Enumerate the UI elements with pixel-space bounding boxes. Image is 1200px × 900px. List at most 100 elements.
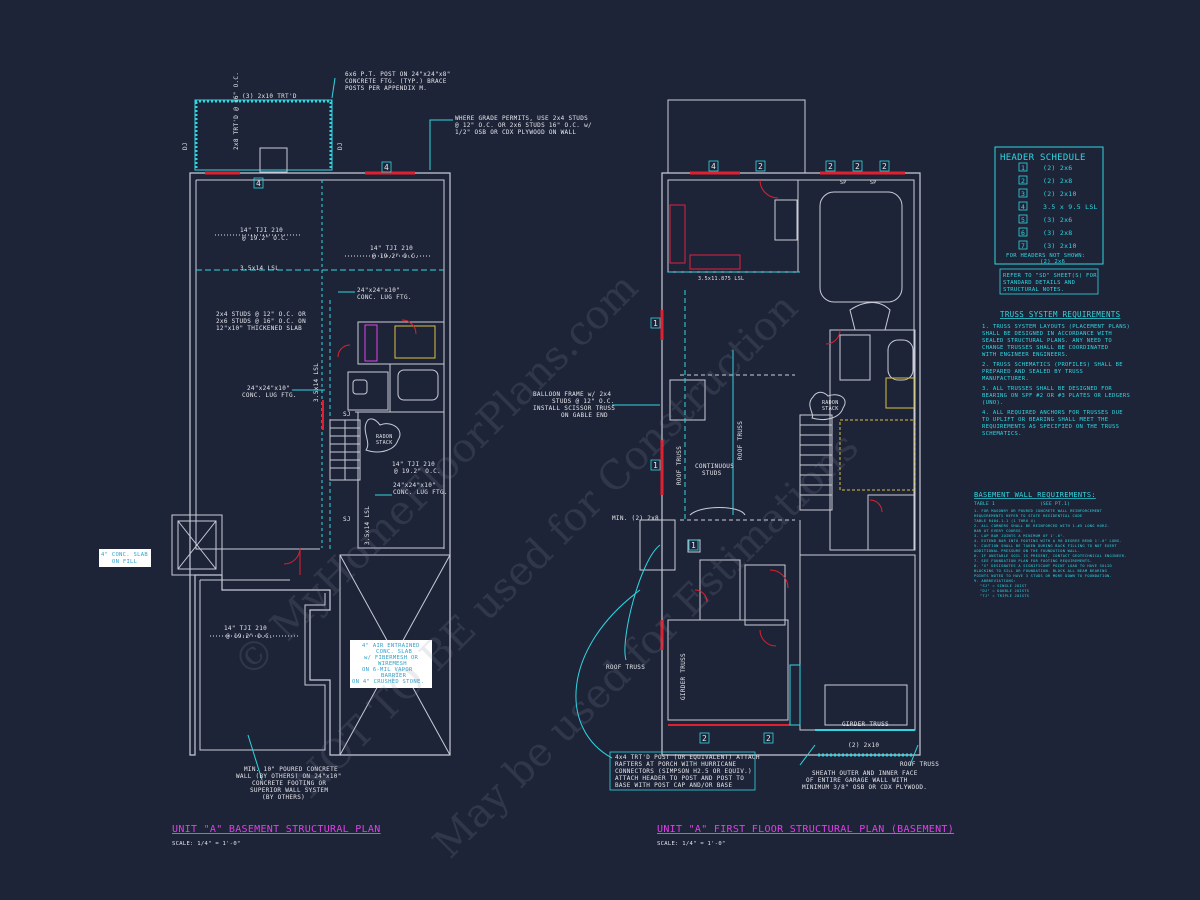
continuous-studs: STUDS <box>702 470 722 477</box>
bath-wing <box>829 329 916 551</box>
basement-wall-requirements: BASEMENT WALL REQUIREMENTS: TABLE 1 (SEE… <box>974 491 1127 598</box>
lsl-vertical: 3.5x14 LSL <box>313 363 320 402</box>
lug-footing-note: 24"x24"x10" <box>357 287 400 294</box>
garage-slab-note: 4" AIR ENTRAINED CONC. SLAB w/ FIBERMESH… <box>352 643 424 685</box>
first-floor-plan-scale: SCALE: 1/4" = 1'-0" <box>657 841 726 847</box>
vaulted-ceiling-room <box>819 191 903 303</box>
kitchen-counter <box>669 204 686 264</box>
schedule-num: 7 <box>1021 242 1025 250</box>
utility-room <box>347 371 389 411</box>
wall-req-line: 8. "X" DESIGNATES A SIGNIFICANT POINT LO… <box>974 564 1112 568</box>
closet-shelf <box>364 324 378 362</box>
basement-title-block: UNIT "A" BASEMENT STRUCTURAL PLAN SCALE:… <box>172 824 381 847</box>
balloon-note: ON GABLE END <box>561 412 608 419</box>
grade-note: @ 12" O.C. OR 2x6 STUDS 16" O.C. w/ <box>455 122 592 129</box>
balloon-note: STUDS @ 12" O.C. <box>552 398 615 405</box>
post-footing-note: 6x6 P.T. POST ON 24"x24"x8" <box>345 71 451 78</box>
garage-door-area <box>824 684 908 726</box>
dining-room <box>667 619 789 721</box>
lsl-vertical: 3.5x14 LSL <box>364 506 371 545</box>
truss-line: 2. TRUSS SCHEMATICS (PROFILES) SHALL BE <box>982 362 1123 368</box>
post-note: CONNECTORS (SIMPSON H2.5 OR EQUIV.) <box>615 768 752 775</box>
wall-req-line: "SJ" = SINGLE JOIST <box>980 584 1027 588</box>
truss-requirements: TRUSS SYSTEM REQUIREMENTS 1. TRUSS SYSTE… <box>982 310 1130 437</box>
radon-label: RADON <box>376 434 393 440</box>
schedule-footnote: FOR HEADERS NOT SHOWN: <box>1006 253 1085 259</box>
svg-text:4" AIR ENTRAINED: 4" AIR ENTRAINED <box>362 643 420 649</box>
door-swing <box>869 499 883 513</box>
svg-text:STANDARD DETAILS AND: STANDARD DETAILS AND <box>1003 280 1075 286</box>
garage-wall-sheath <box>789 664 801 726</box>
basement-wall-tag: (SEE PT.1) <box>1040 501 1070 507</box>
wall-note: (BY OTHERS) <box>262 794 305 801</box>
header-tag: 1 <box>653 319 658 328</box>
slab-note-box <box>99 549 151 567</box>
header-schedule-title: HEADER SCHEDULE <box>1000 153 1086 163</box>
joist-callout: @ 19.2" O.C. <box>394 468 441 475</box>
basement-plan-title: UNIT "A" BASEMENT STRUCTURAL PLAN <box>172 824 381 835</box>
truss-line: SEALED STRUCTURAL PLANS. ANY NEED TO <box>982 338 1112 344</box>
schedule-footnote: (2) 2x6 <box>1040 259 1065 265</box>
joist-label: 2x8 TRT'D @ 16" O.C. <box>233 72 240 150</box>
continuous-studs: CONTINUOUS <box>695 463 734 470</box>
post-note-frame <box>609 751 756 791</box>
basement-wall-subtitle: TABLE 1 <box>974 501 995 507</box>
laundry <box>867 494 915 551</box>
leader-line <box>909 744 919 766</box>
refer-note-frame <box>999 268 1099 295</box>
garage-header-label: (2) 2x10 <box>848 742 879 749</box>
door-swing <box>337 344 351 358</box>
svg-text:WIREMESH: WIREMESH <box>378 661 407 667</box>
svg-text:ON 4" CRUSHED STONE.: ON 4" CRUSHED STONE. <box>352 679 424 685</box>
svg-text:STRUCTURAL NOTES.: STRUCTURAL NOTES. <box>1003 287 1064 293</box>
lower-room-inner <box>199 579 326 751</box>
girder-truss-label: GIRDER TRUSS <box>680 653 687 700</box>
schedule-size: (3) 2x8 <box>1043 229 1073 237</box>
svg-text:BARRIER: BARRIER <box>381 673 407 679</box>
wall-req-line: 7. SEE FOUNDATION PLAN FOR FOOTING REQUI… <box>974 559 1092 563</box>
joist-callout: 14" TJI 210 <box>224 625 267 632</box>
wall-req-line: ADDITIONAL PRESSURE ON THE FOUNDATION WA… <box>974 549 1080 553</box>
first-floor-plan-title: UNIT "A" FIRST FLOOR STRUCTURAL PLAN (BA… <box>657 824 954 835</box>
basement-annotations: 6x6 P.T. POST ON 24"x24"x8" CONCRETE FTG… <box>182 71 592 801</box>
first-floor-plan <box>575 99 921 766</box>
lug-footing-note: CONC. LUG FTG. <box>393 489 448 496</box>
sp-label: SP <box>840 180 847 186</box>
truss-line: CHANGE TRUSSES SHALL BE COORDINATED <box>982 345 1108 351</box>
deck-stair-box <box>259 147 288 173</box>
joist-callout: @ 19.2" O.C. <box>226 633 273 640</box>
wall-note: CONCRETE FOOTING OR <box>252 780 326 787</box>
wall-req-line: 6. IF UNSTABLE SOIL IS PRESENT, CONTACT … <box>974 554 1127 558</box>
door-swing <box>825 329 841 345</box>
svg-text:w/ FIBERMESH OR: w/ FIBERMESH OR <box>364 655 419 661</box>
svg-text:REFER TO "SD" SHEET(S) FOR: REFER TO "SD" SHEET(S) FOR <box>1003 273 1097 279</box>
wall-req-line: 3. LAP BAR JOINTS A MINIMUM OF 1'-6". <box>974 534 1065 538</box>
beam-label: 3.5x11.875 LSL <box>698 276 744 282</box>
joist-callout: 14" TJI 210 <box>240 227 283 234</box>
leader-line <box>247 734 263 781</box>
leader-line <box>624 544 661 661</box>
door-swing <box>769 569 789 589</box>
roof-truss-label: ROOF TRUSS <box>606 664 645 671</box>
sp-label: SP <box>870 180 877 186</box>
coat-closet <box>744 564 786 626</box>
post-note: ATTACH HEADER TO POST AND POST TO <box>615 775 744 782</box>
header-schedule: HEADER SCHEDULE 1 (2) 2x6 2 (2) 2x8 3 (2… <box>1000 153 1097 265</box>
truss-line: BEARING ON SPF #2 OR #3 PLATES OR LEDGER… <box>982 393 1130 399</box>
bathtub <box>397 369 439 401</box>
lug-footing-note: 24"x24"x10" <box>393 482 436 489</box>
range <box>689 254 741 270</box>
post-note: BASE WITH POST CAP AND/OR BASE <box>615 782 732 789</box>
foundation-inner-left <box>195 180 320 550</box>
pantry <box>774 199 798 241</box>
schedule-size: (2) 2x6 <box>1043 164 1073 172</box>
grade-note: WHERE GRADE PERMITS, USE 2x4 STUDS <box>455 115 588 122</box>
wall-req-line: REQUIREMENTS REFER TO STATE RESIDENTIAL … <box>974 514 1082 518</box>
truss-line: TO UPLIFT OR BEARING SHALL MEET THE <box>982 417 1108 423</box>
lug-footing-note: CONC. LUG FTG. <box>357 294 412 301</box>
wall-req-line: 2. ALL CORNERS SHALL BE REINFORCED WITH … <box>974 524 1110 528</box>
truss-line: (UNO). <box>982 400 1004 406</box>
garage-slab-note-box <box>350 640 432 688</box>
first-floor-stairs <box>799 414 833 511</box>
first-floor-title-block: UNIT "A" FIRST FLOOR STRUCTURAL PLAN (BA… <box>657 824 954 847</box>
